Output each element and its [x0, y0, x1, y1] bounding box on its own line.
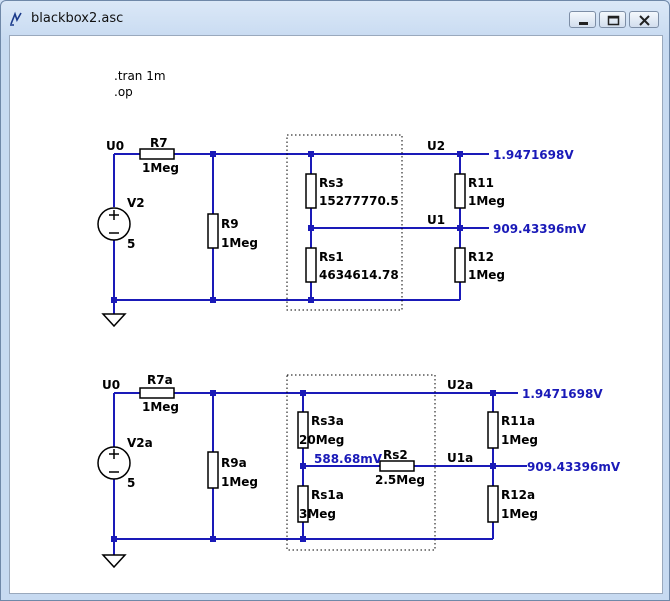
- resistor-r9a[interactable]: [207, 451, 219, 489]
- schematic-svg: .tran 1m .op: [97, 69, 621, 569]
- minimize-icon: [579, 22, 588, 25]
- v2-name: V2: [127, 196, 145, 210]
- r9a-name: R9a: [221, 456, 247, 470]
- net-label-u0: U0: [102, 378, 120, 392]
- r7a-name: R7a: [147, 373, 173, 387]
- voltage-u2: 1.9471698V: [493, 148, 574, 162]
- junction-node: [308, 151, 314, 157]
- junction-node: [300, 536, 306, 542]
- rs2-value: 2.5Meg: [375, 473, 425, 487]
- voltage-mid: 588.68mV: [314, 452, 383, 466]
- net-label-u2: U2: [427, 139, 445, 153]
- junction-node: [457, 225, 463, 231]
- resistor-rs1a[interactable]: [297, 485, 309, 523]
- net-label-u1a: U1a: [447, 451, 473, 465]
- resistor-rs3a[interactable]: [297, 411, 309, 449]
- net-label-u2a: U2a: [447, 378, 473, 392]
- ground-symbol-icon[interactable]: [101, 554, 127, 569]
- resistor-r9[interactable]: [207, 213, 219, 249]
- r9-name: R9: [221, 217, 239, 231]
- v2-value: 5: [127, 237, 135, 251]
- black-box-outline[interactable]: [286, 134, 403, 311]
- rs1a-name: Rs1a: [311, 488, 344, 502]
- schematic-canvas[interactable]: .tran 1m .op: [9, 35, 663, 594]
- voltage-u1a: 909.43396mV: [527, 460, 621, 474]
- resistor-r7[interactable]: [139, 148, 175, 160]
- circuit-2-components: [97, 374, 499, 569]
- circuit-2: [113, 392, 527, 555]
- junction-node: [210, 297, 216, 303]
- rs3-name: Rs3: [319, 176, 344, 190]
- resistor-r11a[interactable]: [487, 411, 499, 449]
- op-directive[interactable]: .op: [114, 85, 133, 99]
- voltage-u2a: 1.9471698V: [522, 387, 603, 401]
- resistor-r12a[interactable]: [487, 485, 499, 523]
- junction-node: [210, 390, 216, 396]
- r12a-name: R12a: [501, 488, 535, 502]
- rs3a-value: 20Meg: [299, 433, 344, 447]
- voltage-source-v2[interactable]: [97, 207, 131, 241]
- r11-name: R11: [468, 176, 494, 190]
- r12-name: R12: [468, 250, 494, 264]
- rs1-name: Rs1: [319, 250, 344, 264]
- junction-node: [111, 297, 117, 303]
- net-label-u0: U0: [106, 139, 124, 153]
- r7-value: 1Meg: [142, 161, 179, 175]
- ltspice-app-icon: [10, 11, 22, 26]
- resistor-r12[interactable]: [454, 247, 466, 283]
- v2a-name: V2a: [127, 436, 153, 450]
- circuit-1-components: [97, 134, 466, 328]
- junction-node: [111, 536, 117, 542]
- close-icon: [639, 15, 650, 26]
- v2a-value: 5: [127, 476, 135, 490]
- net-label-u1: U1: [427, 213, 445, 227]
- junction-node: [308, 225, 314, 231]
- rs3-value: 15277770.5: [319, 194, 399, 208]
- maximize-button[interactable]: [599, 11, 626, 28]
- r9-value: 1Meg: [221, 236, 258, 250]
- junction-node: [457, 151, 463, 157]
- junction-node: [210, 536, 216, 542]
- resistor-r7a[interactable]: [139, 387, 175, 399]
- voltage-source-v2a[interactable]: [97, 446, 131, 480]
- rs3a-name: Rs3a: [311, 414, 344, 428]
- rs1a-value: 3Meg: [299, 507, 336, 521]
- close-button[interactable]: [629, 11, 659, 28]
- r9a-value: 1Meg: [221, 475, 258, 489]
- junction-node: [490, 463, 496, 469]
- window-title: blackbox2.asc: [31, 11, 124, 26]
- circuit-2-nodes: [111, 390, 496, 542]
- minimize-button[interactable]: [569, 11, 596, 28]
- r12-value: 1Meg: [468, 268, 505, 282]
- r11a-value: 1Meg: [501, 433, 538, 447]
- tran-directive[interactable]: .tran 1m: [114, 69, 166, 83]
- black-box-outline[interactable]: [286, 374, 436, 551]
- maximize-icon: [607, 15, 620, 26]
- junction-node: [300, 463, 306, 469]
- resistor-rs2[interactable]: [379, 460, 415, 472]
- circuit-1-nodes: [111, 151, 463, 303]
- resistor-rs3[interactable]: [305, 173, 317, 209]
- resistor-r11[interactable]: [454, 173, 466, 209]
- circuit-1: [113, 153, 489, 314]
- r12a-value: 1Meg: [501, 507, 538, 521]
- voltage-u1: 909.43396mV: [493, 222, 587, 236]
- resistor-rs1[interactable]: [305, 247, 317, 283]
- junction-node: [308, 297, 314, 303]
- r11-value: 1Meg: [468, 194, 505, 208]
- r7-name: R7: [150, 136, 168, 150]
- junction-node: [300, 390, 306, 396]
- junction-node: [490, 390, 496, 396]
- title-bar[interactable]: blackbox2.asc: [1, 1, 669, 35]
- rs2-name: Rs2: [383, 448, 408, 462]
- r7a-value: 1Meg: [142, 400, 179, 414]
- ground-symbol-icon[interactable]: [101, 313, 127, 328]
- rs1-value: 4634614.78: [319, 268, 399, 282]
- r11a-name: R11a: [501, 414, 535, 428]
- junction-node: [210, 151, 216, 157]
